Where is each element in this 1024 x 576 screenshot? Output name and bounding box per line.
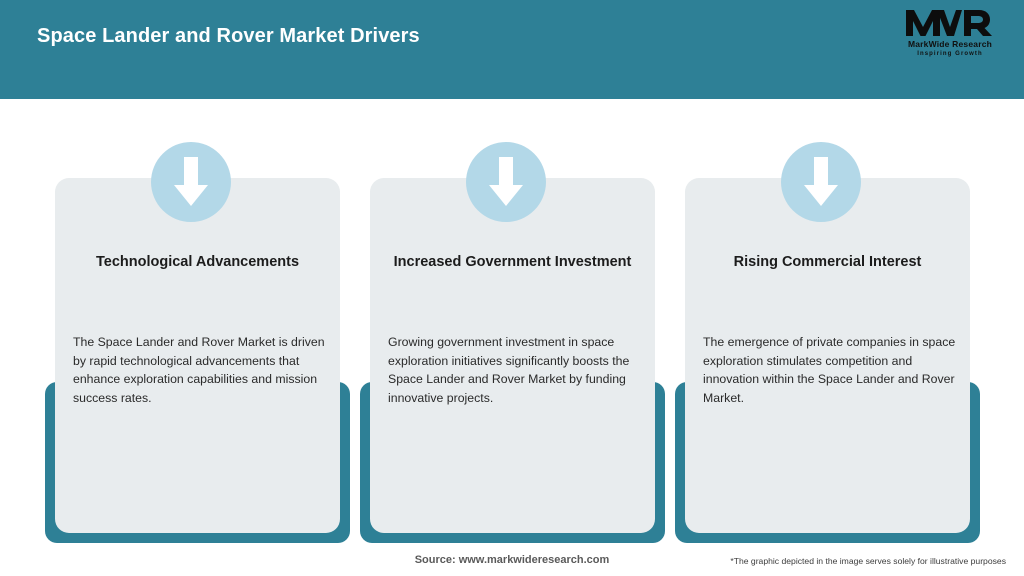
page-title: Space Lander and Rover Market Drivers [37,25,420,47]
card-body: Technological Advancements The Space Lan… [55,178,340,533]
driver-card[interactable]: Rising Commercial Interest The emergence… [675,142,990,544]
card-body: Increased Government Investment Growing … [370,178,655,533]
mwr-logo-icon [894,8,1006,38]
down-arrow-icon [151,142,231,222]
logo-company-name: MarkWide Research [907,39,993,49]
driver-card[interactable]: Increased Government Investment Growing … [360,142,675,544]
source-label: Source: www.markwideresearch.com [414,554,610,566]
card-description: The Space Lander and Rover Market is dri… [73,335,325,406]
card-body: Rising Commercial Interest The emergence… [685,178,970,533]
disclaimer-note: *The graphic depicted in the image serve… [730,556,1006,566]
card-title: Increased Government Investment [393,254,632,270]
card-title: Rising Commercial Interest [733,254,922,270]
logo-tagline: Inspiring Growth [917,51,983,57]
brand-logo: MarkWide Research Inspiring Growth [894,8,1006,64]
down-arrow-icon [466,142,546,222]
card-title: Technological Advancements [95,254,300,270]
card-description: The emergence of private companies in sp… [703,335,956,406]
driver-card[interactable]: Technological Advancements The Space Lan… [45,142,360,544]
header-bar: Space Lander and Rover Market Drivers Ma… [0,0,1024,99]
card-description: Growing government investment in space e… [388,335,630,406]
down-arrow-icon [781,142,861,222]
